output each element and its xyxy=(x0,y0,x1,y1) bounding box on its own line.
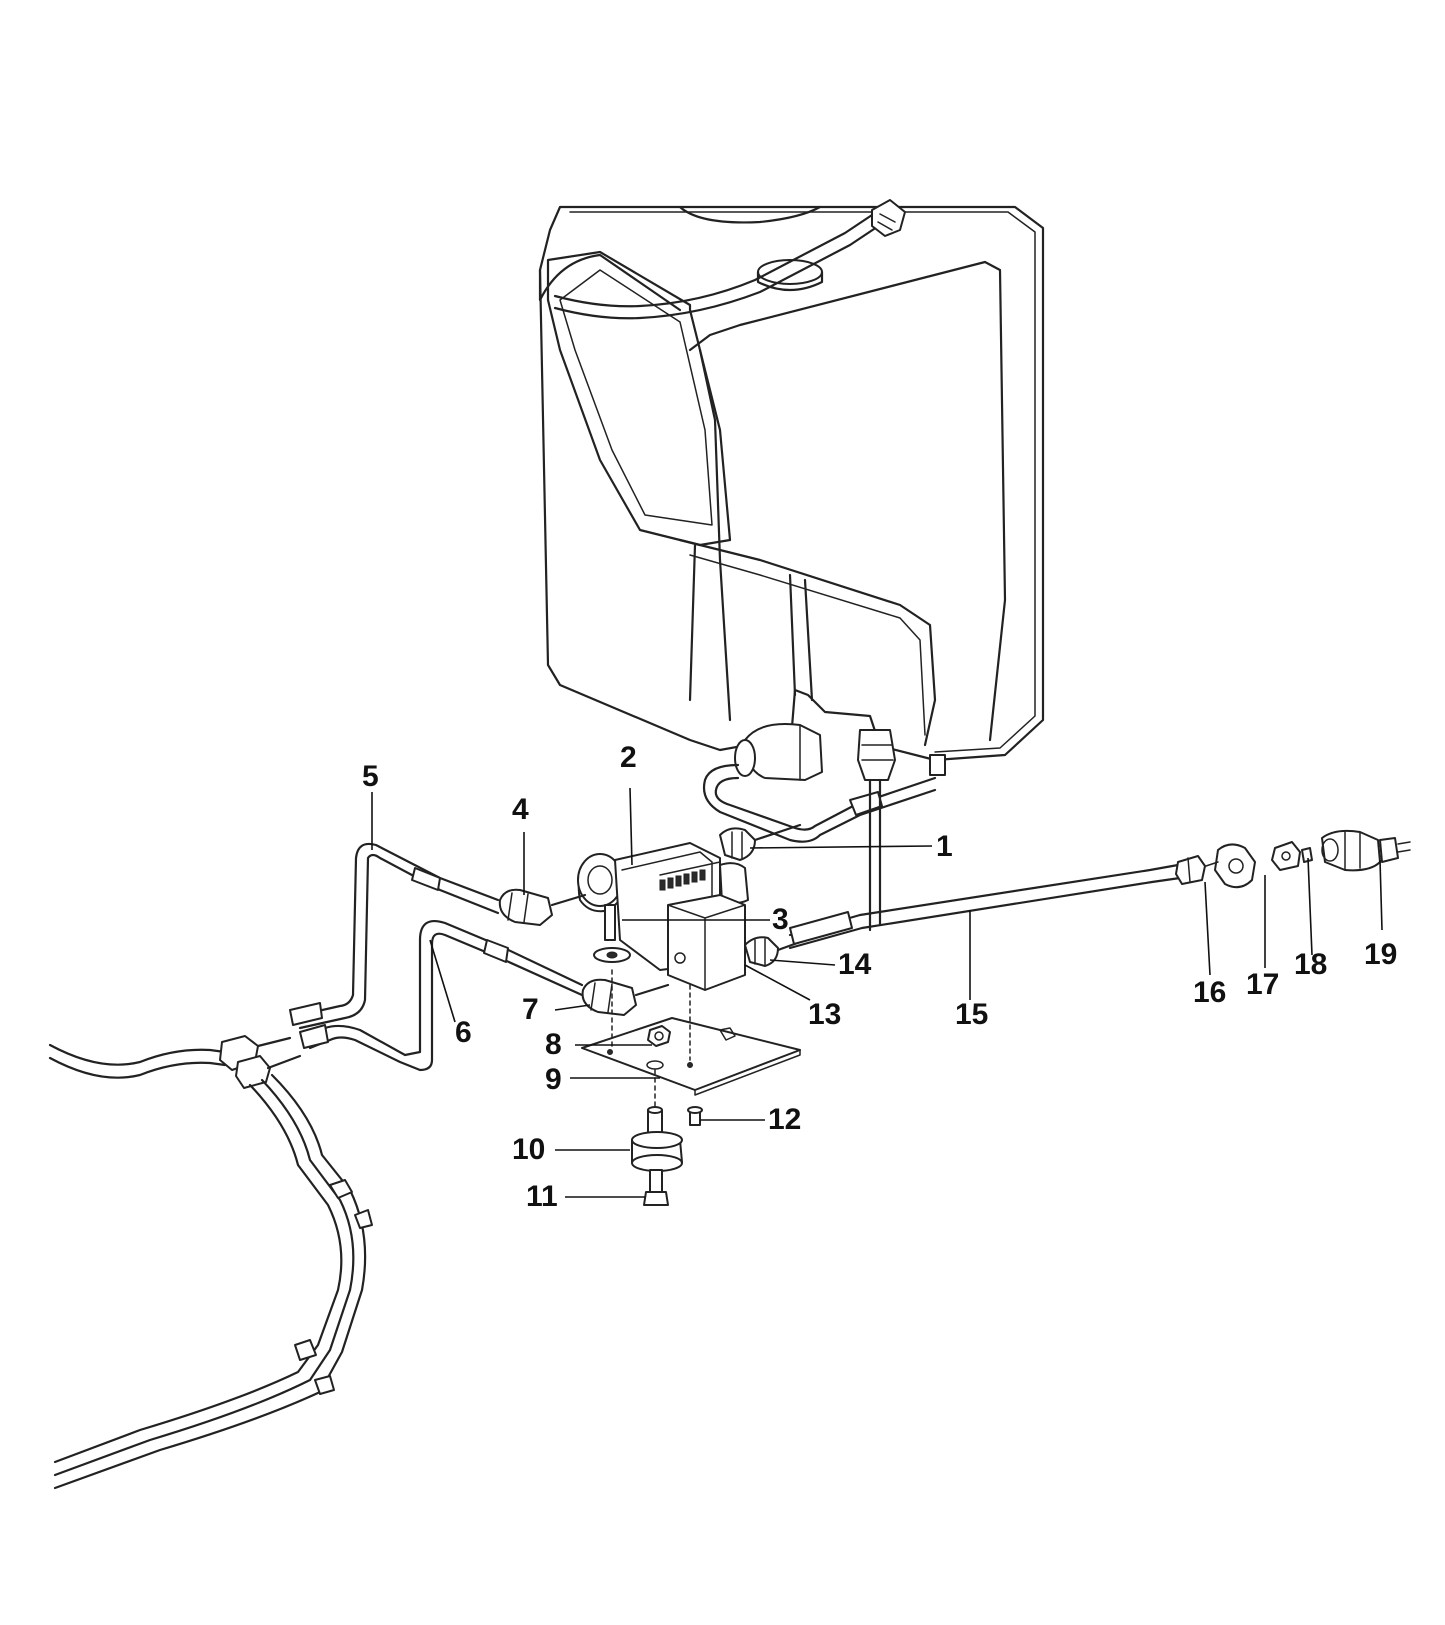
callout-15: 15 xyxy=(955,998,989,1031)
callout-6: 6 xyxy=(455,1016,472,1049)
callout-16: 16 xyxy=(1193,976,1227,1009)
callout-10: 10 xyxy=(512,1133,546,1166)
callout-3: 3 xyxy=(772,903,789,936)
leader-1 xyxy=(749,845,933,849)
callout-leaders xyxy=(371,787,1383,1198)
hose-5 xyxy=(289,842,500,1030)
nozzle-parts xyxy=(1175,829,1411,889)
leader-18 xyxy=(1307,857,1313,956)
hose-15 xyxy=(788,863,1182,950)
terminal-block-icon xyxy=(659,869,706,891)
callout-4: 4 xyxy=(512,793,529,826)
washer-hose-harness xyxy=(48,1035,373,1490)
pump-solenoid-assembly xyxy=(498,823,802,1016)
leader-7 xyxy=(554,1004,591,1011)
callout-17: 17 xyxy=(1246,968,1280,1001)
leader-16 xyxy=(1204,881,1211,976)
callout-18: 18 xyxy=(1294,948,1328,981)
leader-14 xyxy=(769,959,836,966)
callout-8: 8 xyxy=(545,1028,562,1061)
callout-9: 9 xyxy=(545,1063,562,1096)
leader-6 xyxy=(429,939,456,1023)
leader-13 xyxy=(744,964,811,1001)
callout-12: 12 xyxy=(768,1103,802,1136)
mounting-plate xyxy=(581,969,801,1111)
callout-14: 14 xyxy=(838,948,872,981)
hose-6 xyxy=(299,919,584,1072)
rubber-mount-and-bolt xyxy=(631,1106,703,1206)
callout-5: 5 xyxy=(362,760,379,793)
washer-fluid-tank xyxy=(538,199,1045,932)
callout-11: 11 xyxy=(526,1180,558,1213)
leader-2 xyxy=(629,787,633,866)
leader-19 xyxy=(1379,859,1383,931)
callout-19: 19 xyxy=(1364,938,1398,971)
callout-13: 13 xyxy=(808,998,842,1031)
callout-2: 2 xyxy=(620,741,637,774)
callout-7: 7 xyxy=(522,993,539,1026)
harness-clip-icon xyxy=(294,1179,373,1395)
callout-1: 1 xyxy=(936,830,953,863)
